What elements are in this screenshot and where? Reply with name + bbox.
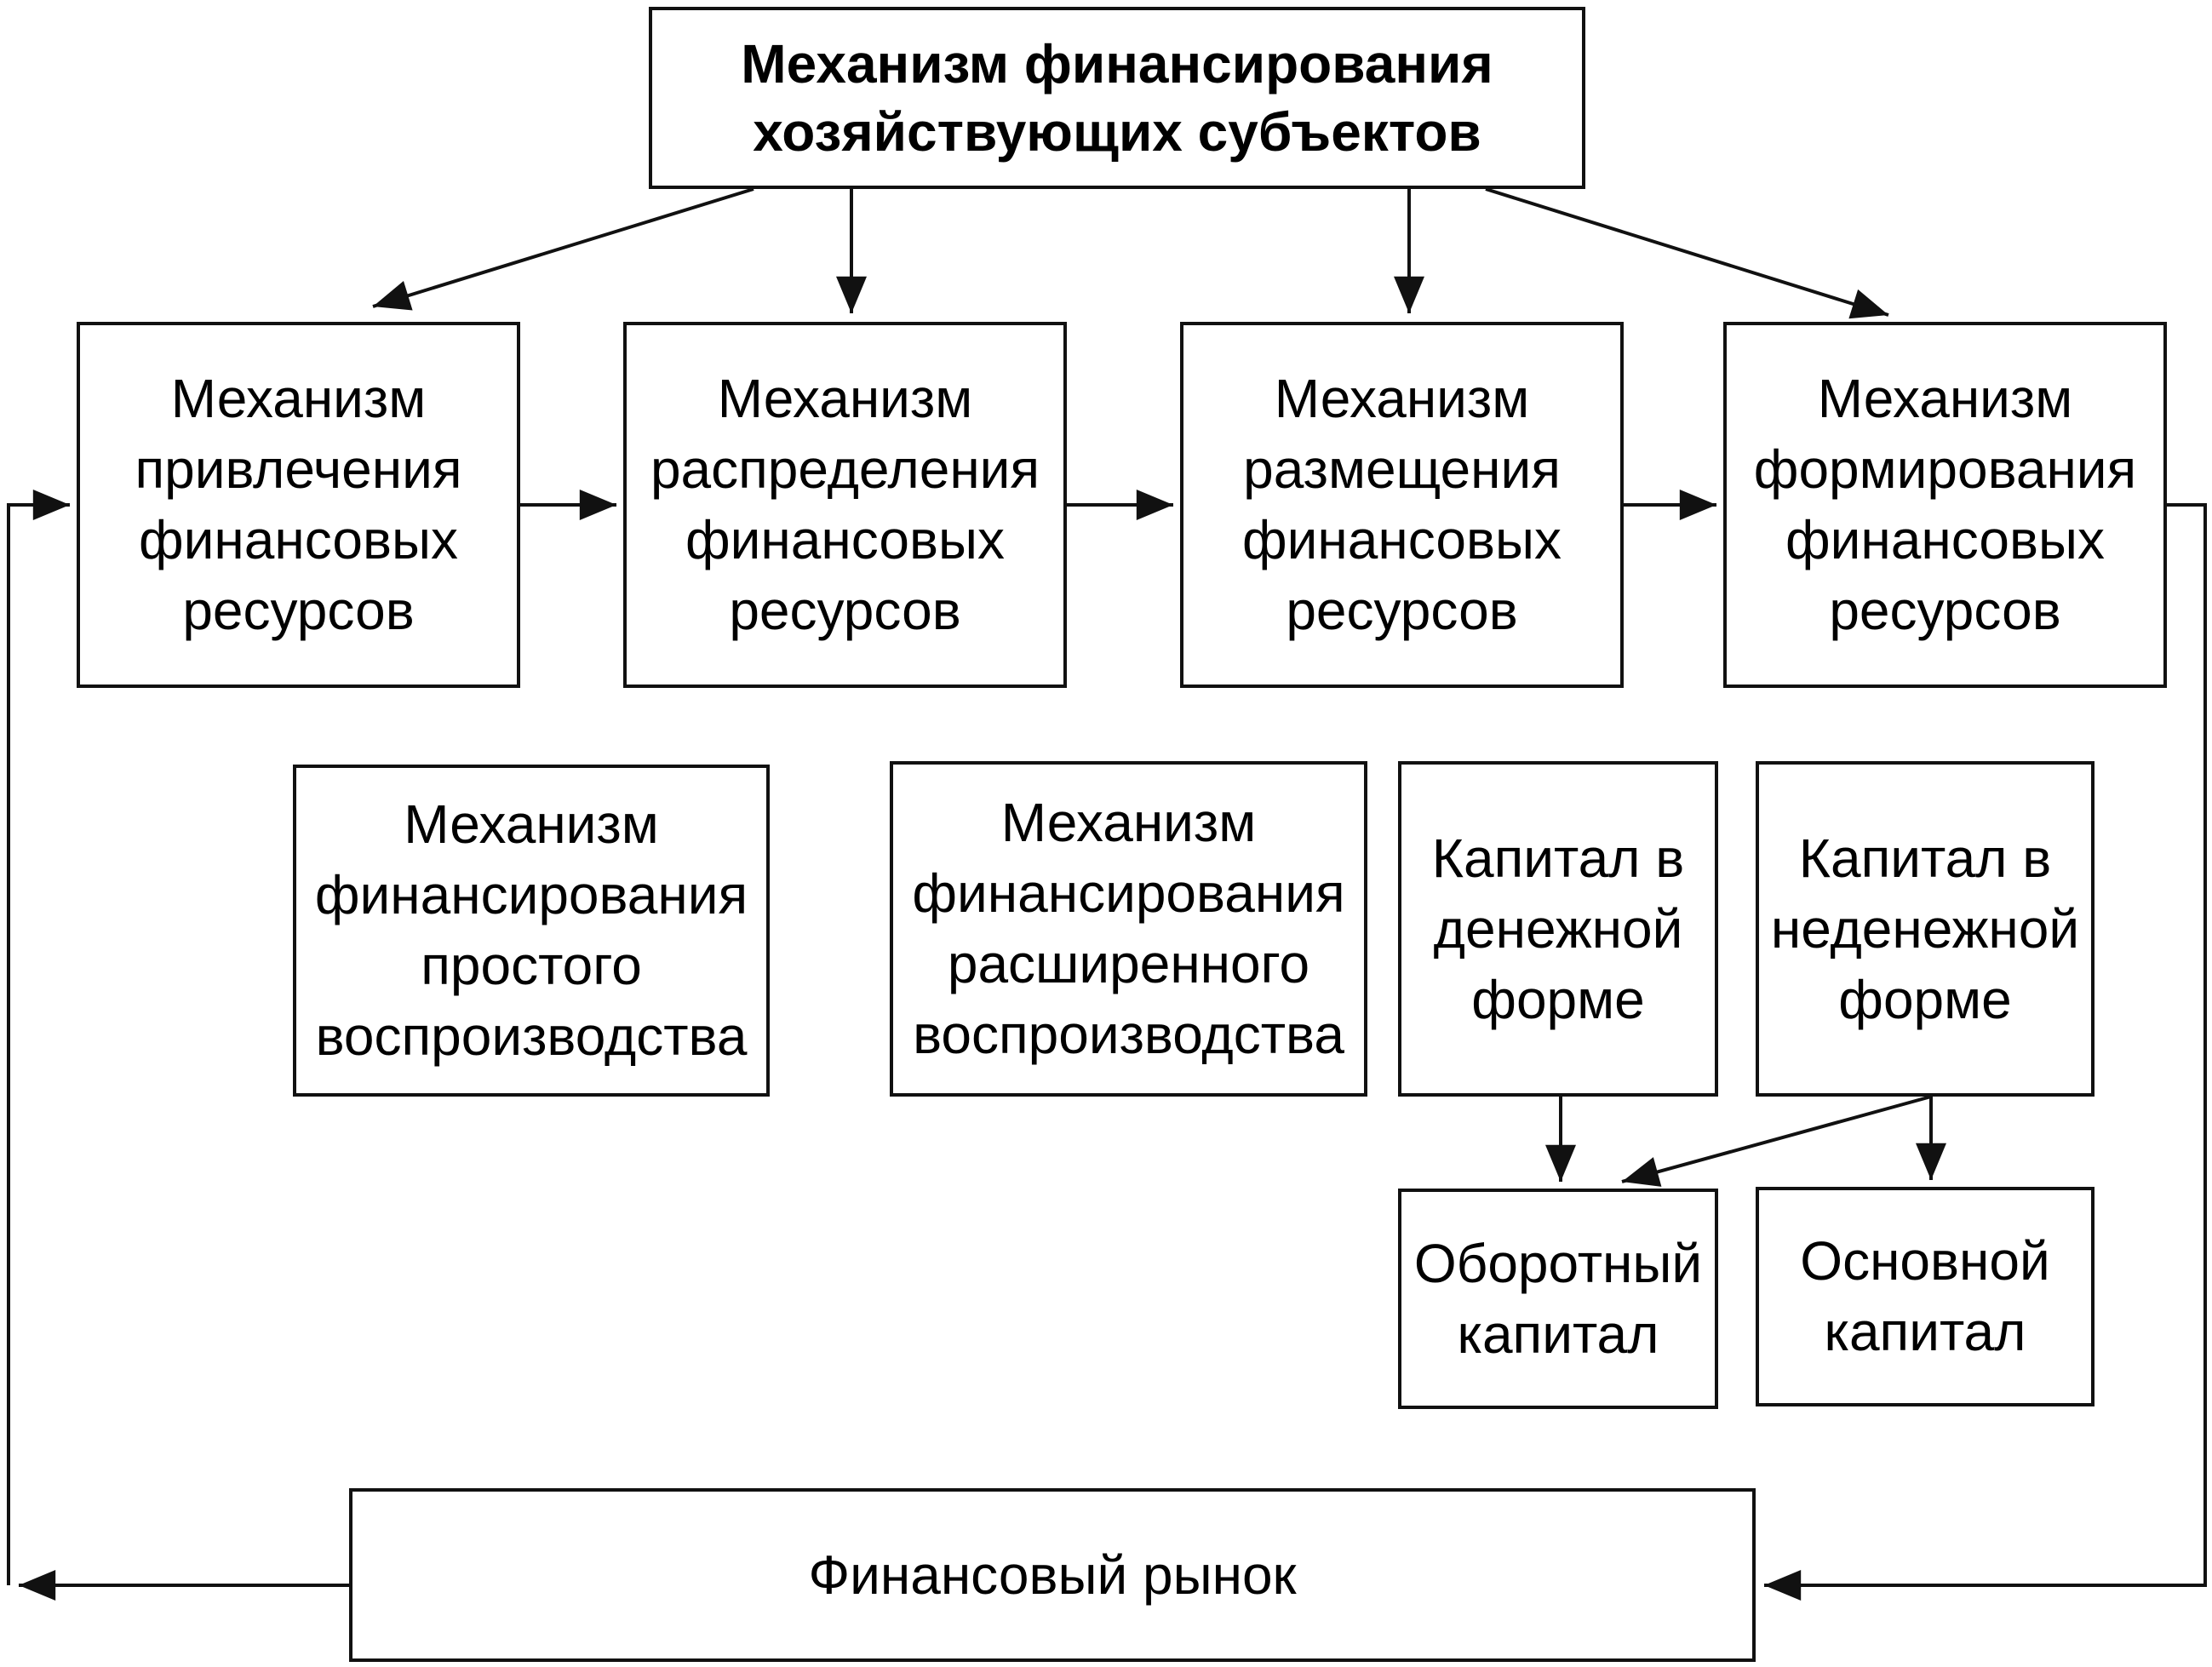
node-formation-mechanism-label: Механизм формирования финансовых ресурсо…: [1753, 368, 2137, 641]
node-simple-reproduction-label: Механизм финансирования простого воспрои…: [314, 793, 748, 1067]
node-financial-market-label: Финансовый рынок: [808, 1544, 1297, 1606]
node-main-mechanism-label: Механизм финансирования хозяйствующих су…: [741, 33, 1493, 163]
node-monetary-capital: Капитал в денежной форме: [1398, 761, 1718, 1097]
arrow-nonmonetary-to-working: [1621, 1095, 1932, 1187]
node-nonmonetary-capital-label: Капитал в неденежной форме: [1770, 827, 2080, 1030]
node-simple-reproduction: Механизм финансирования простого воспрои…: [293, 765, 770, 1097]
node-working-capital-label: Оборотный капитал: [1413, 1232, 1703, 1365]
node-placement-mechanism-label: Механизм размещения финансовых ресурсов: [1242, 368, 1562, 641]
node-financial-market: Финансовый рынок: [349, 1488, 1756, 1662]
node-formation-mechanism: Механизм формирования финансовых ресурсо…: [1723, 322, 2167, 688]
node-fixed-capital-label: Основной капитал: [1800, 1230, 2050, 1362]
node-distribution-mechanism: Механизм распределения финансовых ресурс…: [623, 322, 1067, 688]
node-distribution-mechanism-label: Механизм распределения финансовых ресурс…: [650, 368, 1040, 641]
node-placement-mechanism: Механизм размещения финансовых ресурсов: [1180, 322, 1624, 688]
arrow-feedback-to-attraction: [7, 490, 70, 1585]
node-fixed-capital: Основной капитал: [1756, 1187, 2095, 1406]
node-monetary-capital-label: Капитал в денежной форме: [1431, 827, 1685, 1030]
arrow-main-to-attraction: [372, 187, 754, 311]
node-extended-reproduction: Механизм финансирования расширенного вос…: [890, 761, 1367, 1097]
node-nonmonetary-capital: Капитал в неденежной форме: [1756, 761, 2095, 1097]
node-attraction-mechanism-label: Механизм привлечения финансовых ресурсов: [135, 368, 462, 641]
node-main-mechanism: Механизм финансирования хозяйствующих су…: [649, 7, 1585, 189]
node-extended-reproduction-label: Механизм финансирования расширенного вос…: [912, 792, 1345, 1065]
node-attraction-mechanism: Механизм привлечения финансовых ресурсов: [77, 322, 520, 688]
arrow-main-to-formation: [1485, 187, 1889, 319]
node-working-capital: Оборотный капитал: [1398, 1189, 1718, 1409]
arrow-formation-to-market: [1764, 503, 2207, 1601]
